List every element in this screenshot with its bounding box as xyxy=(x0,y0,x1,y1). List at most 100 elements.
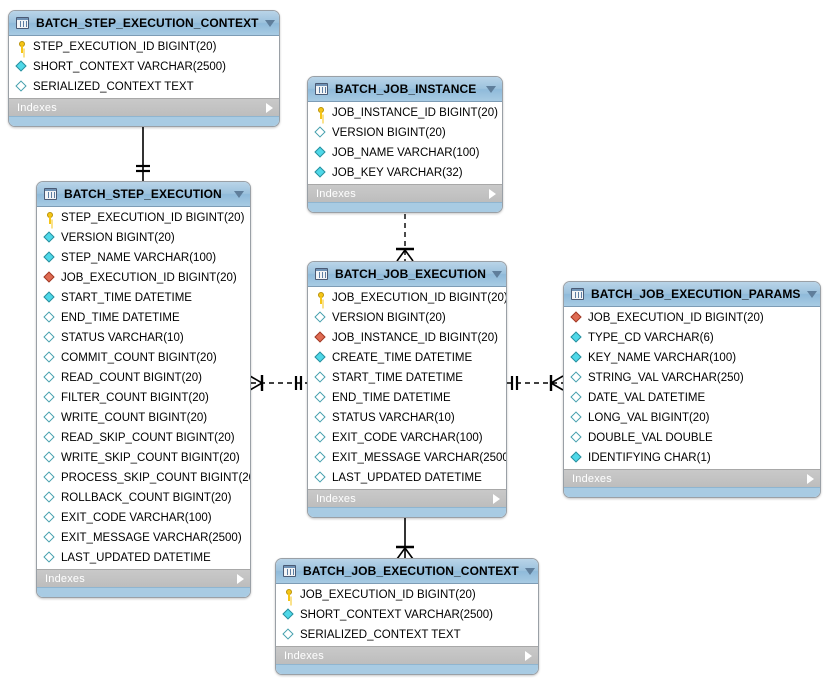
triangle-right-icon[interactable] xyxy=(266,102,273,113)
triangle-right-icon[interactable] xyxy=(493,493,500,504)
column-row[interactable]: EXIT_CODE VARCHAR(100) xyxy=(308,428,506,448)
table-header-batch_job_execution_context[interactable]: BATCH_JOB_EXECUTION_CONTEXT xyxy=(276,559,538,584)
column-row[interactable]: DATE_VAL DATETIME xyxy=(564,388,820,408)
column-row[interactable]: STATUS VARCHAR(10) xyxy=(308,408,506,428)
column-row[interactable]: JOB_EXECUTION_ID BIGINT(20) xyxy=(276,585,538,605)
column-row[interactable]: SERIALIZED_CONTEXT TEXT xyxy=(9,77,279,97)
table-icon xyxy=(283,565,296,577)
column-label: JOB_EXECUTION_ID BIGINT(20) xyxy=(300,588,476,601)
column-row[interactable]: VERSION BIGINT(20) xyxy=(37,228,250,248)
column-row[interactable]: COMMIT_COUNT BIGINT(20) xyxy=(37,348,250,368)
table-batch_job_execution_params[interactable]: BATCH_JOB_EXECUTION_PARAMS JOB_EXECUTION_… xyxy=(563,281,821,498)
column-row[interactable]: DOUBLE_VAL DOUBLE xyxy=(564,428,820,448)
column-row[interactable]: END_TIME DATETIME xyxy=(308,388,506,408)
chevron-down-icon[interactable] xyxy=(524,567,535,575)
column-row[interactable]: ROLLBACK_COUNT BIGINT(20) xyxy=(37,488,250,508)
column-row[interactable]: FILTER_COUNT BIGINT(20) xyxy=(37,388,250,408)
column-label: JOB_INSTANCE_ID BIGINT(20) xyxy=(332,106,498,119)
table-title: BATCH_JOB_INSTANCE xyxy=(335,82,477,96)
chevron-down-icon[interactable] xyxy=(264,19,275,27)
column-row[interactable]: LAST_UPDATED DATETIME xyxy=(37,548,250,568)
indexes-bar[interactable]: Indexes xyxy=(564,469,820,487)
relationship-job-execution-to-job-execution-params[interactable] xyxy=(507,375,564,391)
triangle-right-icon[interactable] xyxy=(237,573,244,584)
column-row[interactable]: STRING_VAL VARCHAR(250) xyxy=(564,368,820,388)
column-label: COMMIT_COUNT BIGINT(20) xyxy=(61,351,217,364)
key-icon xyxy=(315,107,327,119)
column-row[interactable]: READ_COUNT BIGINT(20) xyxy=(37,368,250,388)
indexes-bar[interactable]: Indexes xyxy=(9,98,279,116)
column-row[interactable]: IDENTIFYING CHAR(1) xyxy=(564,448,820,468)
chevron-down-icon[interactable] xyxy=(234,190,244,198)
column-row[interactable]: VERSION BIGINT(20) xyxy=(308,308,506,328)
column-row[interactable]: START_TIME DATETIME xyxy=(308,368,506,388)
column-label: EXIT_MESSAGE VARCHAR(2500) xyxy=(61,531,242,544)
hollow-diamond-icon xyxy=(315,432,327,444)
indexes-bar[interactable]: Indexes xyxy=(308,489,506,507)
column-row[interactable]: START_TIME DATETIME xyxy=(37,288,250,308)
column-row[interactable]: SERIALIZED_CONTEXT TEXT xyxy=(276,625,538,645)
column-row[interactable]: END_TIME DATETIME xyxy=(37,308,250,328)
chevron-down-icon[interactable] xyxy=(806,290,817,298)
column-row[interactable]: STEP_EXECUTION_ID BIGINT(20) xyxy=(9,37,279,57)
column-label: SHORT_CONTEXT VARCHAR(2500) xyxy=(300,608,493,621)
table-header-batch_job_instance[interactable]: BATCH_JOB_INSTANCE xyxy=(308,77,502,102)
table-header-batch_job_execution[interactable]: BATCH_JOB_EXECUTION xyxy=(308,262,506,287)
column-row[interactable]: LAST_UPDATED DATETIME xyxy=(308,468,506,488)
column-row[interactable]: PROCESS_SKIP_COUNT BIGINT(20) xyxy=(37,468,250,488)
relationship-job-execution-to-step-execution[interactable] xyxy=(249,375,307,391)
triangle-right-icon[interactable] xyxy=(807,473,814,484)
hollow-diamond-icon xyxy=(44,412,56,424)
cyan-diamond-icon xyxy=(315,147,327,159)
column-row[interactable]: LONG_VAL BIGINT(20) xyxy=(564,408,820,428)
column-label: DOUBLE_VAL DOUBLE xyxy=(588,431,713,444)
indexes-bar[interactable]: Indexes xyxy=(37,569,250,587)
triangle-right-icon[interactable] xyxy=(489,188,496,199)
column-row[interactable]: VERSION BIGINT(20) xyxy=(308,123,502,143)
indexes-bar[interactable]: Indexes xyxy=(308,184,502,202)
table-header-batch_step_execution_context[interactable]: BATCH_STEP_EXECUTION_CONTEXT xyxy=(9,11,279,36)
chevron-down-icon[interactable] xyxy=(486,85,496,93)
table-title: BATCH_JOB_EXECUTION_CONTEXT xyxy=(303,564,519,578)
column-row[interactable]: JOB_KEY VARCHAR(32) xyxy=(308,163,502,183)
table-footer xyxy=(308,507,506,517)
indexes-label: Indexes xyxy=(284,649,324,662)
column-row[interactable]: STEP_EXECUTION_ID BIGINT(20) xyxy=(37,208,250,228)
column-row[interactable]: TYPE_CD VARCHAR(6) xyxy=(564,328,820,348)
column-row[interactable]: JOB_INSTANCE_ID BIGINT(20) xyxy=(308,328,506,348)
column-row[interactable]: STATUS VARCHAR(10) xyxy=(37,328,250,348)
chevron-down-icon[interactable] xyxy=(492,270,503,278)
table-batch_job_execution_context[interactable]: BATCH_JOB_EXECUTION_CONTEXT JOB_EXECUTION… xyxy=(275,558,539,675)
cyan-diamond-icon xyxy=(44,232,56,244)
triangle-right-icon[interactable] xyxy=(525,650,532,661)
column-row[interactable]: JOB_EXECUTION_ID BIGINT(20) xyxy=(37,268,250,288)
relationship-job-instance-to-job-execution[interactable] xyxy=(396,204,414,262)
column-row[interactable]: JOB_EXECUTION_ID BIGINT(20) xyxy=(564,308,820,328)
column-row[interactable]: KEY_NAME VARCHAR(100) xyxy=(564,348,820,368)
column-row[interactable]: EXIT_MESSAGE VARCHAR(2500) xyxy=(308,448,506,468)
column-row[interactable]: CREATE_TIME DATETIME xyxy=(308,348,506,368)
table-icon xyxy=(571,288,584,300)
column-row[interactable]: JOB_INSTANCE_ID BIGINT(20) xyxy=(308,103,502,123)
indexes-bar[interactable]: Indexes xyxy=(276,646,538,664)
column-row[interactable]: JOB_EXECUTION_ID BIGINT(20) xyxy=(308,288,506,308)
table-header-batch_step_execution[interactable]: BATCH_STEP_EXECUTION xyxy=(37,182,250,207)
column-row[interactable]: JOB_NAME VARCHAR(100) xyxy=(308,143,502,163)
cyan-diamond-icon xyxy=(571,452,583,464)
column-row[interactable]: WRITE_COUNT BIGINT(20) xyxy=(37,408,250,428)
column-row[interactable]: SHORT_CONTEXT VARCHAR(2500) xyxy=(9,57,279,77)
table-batch_job_instance[interactable]: BATCH_JOB_INSTANCE JOB_INSTANCE_ID BIGINT… xyxy=(307,76,503,213)
column-row[interactable]: EXIT_MESSAGE VARCHAR(2500) xyxy=(37,528,250,548)
column-row[interactable]: STEP_NAME VARCHAR(100) xyxy=(37,248,250,268)
column-row[interactable]: SHORT_CONTEXT VARCHAR(2500) xyxy=(276,605,538,625)
column-row[interactable]: READ_SKIP_COUNT BIGINT(20) xyxy=(37,428,250,448)
table-header-batch_job_execution_params[interactable]: BATCH_JOB_EXECUTION_PARAMS xyxy=(564,282,820,307)
column-row[interactable]: WRITE_SKIP_COUNT BIGINT(20) xyxy=(37,448,250,468)
column-label: JOB_EXECUTION_ID BIGINT(20) xyxy=(61,271,237,284)
column-row[interactable]: EXIT_CODE VARCHAR(100) xyxy=(37,508,250,528)
column-label: JOB_EXECUTION_ID BIGINT(20) xyxy=(588,311,764,324)
